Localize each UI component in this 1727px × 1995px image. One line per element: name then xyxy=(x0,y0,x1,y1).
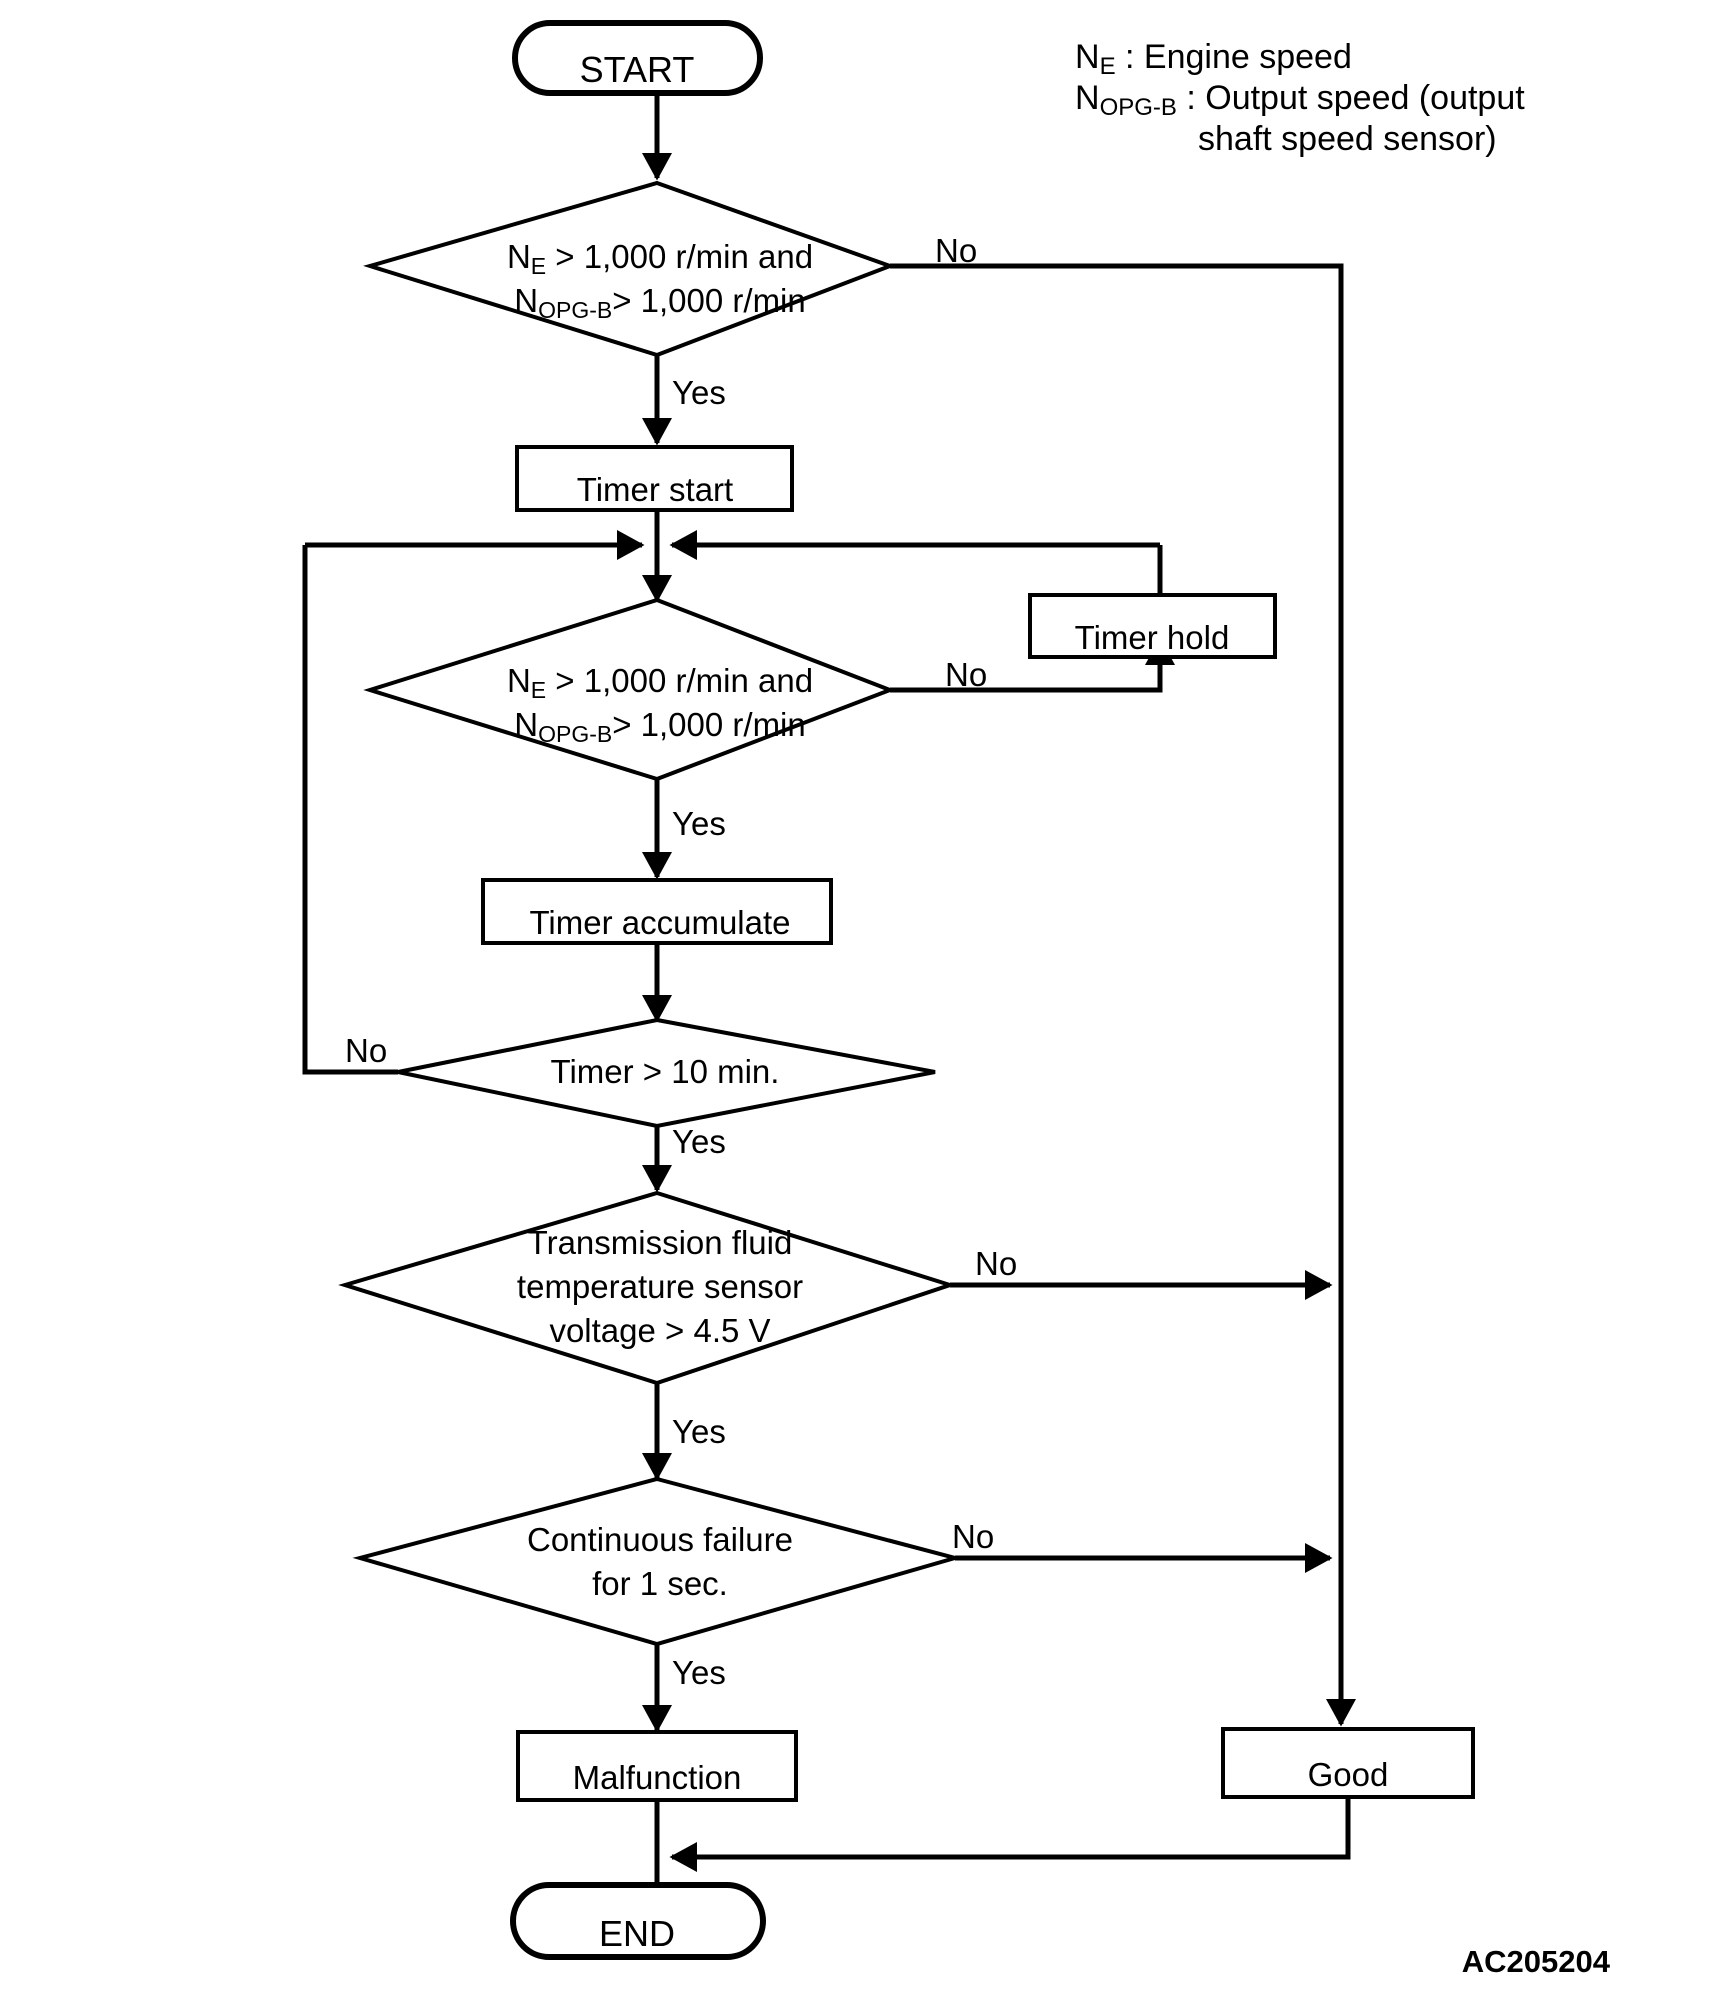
decision3-label: Timer > 10 min. xyxy=(551,1053,780,1090)
edge-label-decision3-yes: Yes xyxy=(672,1123,726,1160)
timer-hold-label: Timer hold xyxy=(1075,619,1230,656)
start-label: START xyxy=(580,49,695,90)
legend-line-1: NE : Engine speed xyxy=(1075,38,1352,80)
decision5-line-1: Continuous failure xyxy=(527,1521,793,1558)
legend-line-3: shaft speed sensor) xyxy=(1198,120,1497,158)
end-label: END xyxy=(599,1913,675,1954)
malfunction-label: Malfunction xyxy=(573,1759,742,1796)
malfunction-box xyxy=(516,1730,798,1802)
edge-label-decision1-no: No xyxy=(935,232,977,269)
decision5-shape xyxy=(352,1476,963,1647)
edge-good-to-end-trunk xyxy=(669,1797,1351,1872)
good-label: Good xyxy=(1308,1756,1389,1793)
decision2-line-2: NOPG-B> 1,000 r/min xyxy=(514,706,806,747)
edge-label-decision4-no: No xyxy=(975,1245,1017,1282)
decision4-line-1: Transmission fluid xyxy=(528,1224,793,1261)
edge-label-decision2-no: No xyxy=(945,656,987,693)
timer-start-label: Timer start xyxy=(577,471,733,508)
edge-label-decision5-yes: Yes xyxy=(672,1654,726,1691)
decision2-line-1: NE > 1,000 r/min and xyxy=(507,662,813,703)
timer-start-box xyxy=(515,445,794,512)
timer-accumulate-box xyxy=(481,878,833,945)
decision1-line-2: NOPG-B> 1,000 r/min xyxy=(514,282,806,323)
decision5-line-2: for 1 sec. xyxy=(592,1565,728,1602)
edge-label-decision3-no: No xyxy=(345,1032,387,1069)
decision1-line-1: NE > 1,000 r/min and xyxy=(507,238,813,279)
timer-accumulate-label: Timer accumulate xyxy=(529,904,790,941)
edge-decision3-no xyxy=(302,545,398,1075)
good-box xyxy=(1221,1727,1475,1799)
end-terminator xyxy=(510,1882,766,1960)
edge-label-decision2-yes: Yes xyxy=(672,805,726,842)
legend-line-2: NOPG-B : Output speed (output xyxy=(1075,79,1525,121)
edge-label-decision4-yes: Yes xyxy=(672,1413,726,1450)
decision4-line-2: temperature sensor xyxy=(517,1268,803,1305)
reference-code: AC205204 xyxy=(1462,1944,1611,1979)
edge-label-decision1-yes: Yes xyxy=(672,374,726,411)
edge-label-decision5-no: No xyxy=(952,1518,994,1555)
start-terminator xyxy=(512,20,763,96)
edge-decision1-no xyxy=(890,263,1344,1283)
timer-hold-box xyxy=(1028,593,1277,659)
decision4-line-3: voltage > 4.5 V xyxy=(549,1312,770,1349)
